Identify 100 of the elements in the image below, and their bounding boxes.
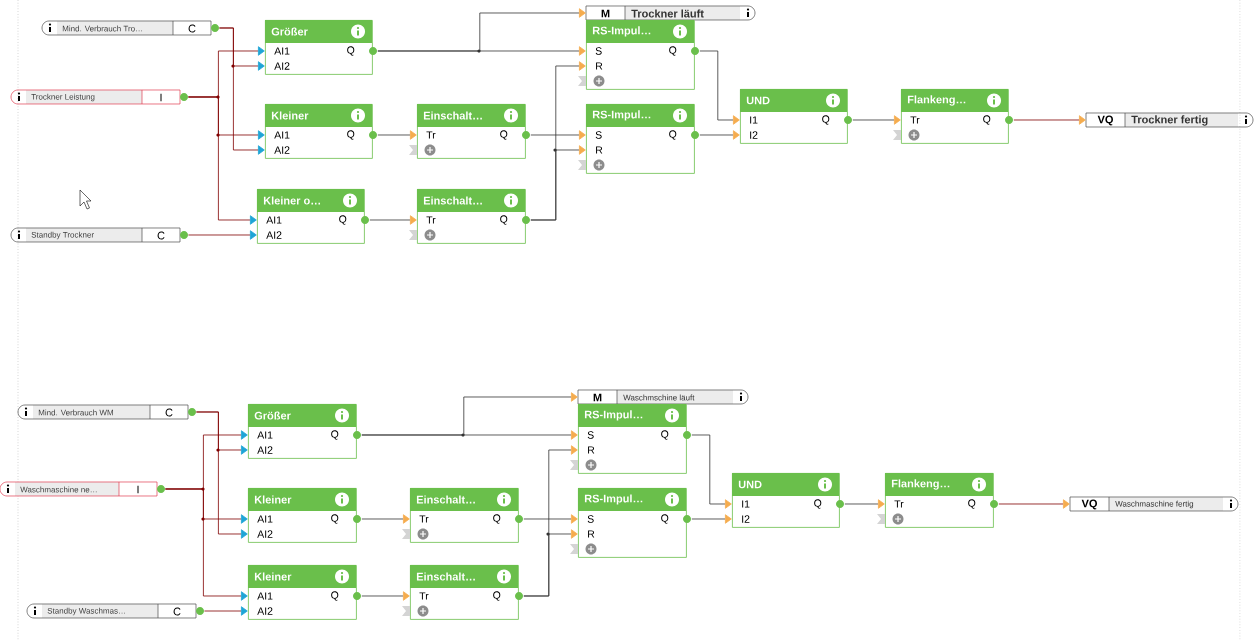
output-name: Trockner fertig	[1131, 115, 1208, 126]
port-label: Tr	[894, 500, 904, 508]
connector	[691, 434, 732, 509]
port-label: Q	[493, 591, 501, 601]
logic-block	[570, 488, 691, 558]
type-letter: C	[173, 607, 181, 616]
connector	[530, 145, 586, 221]
connector	[188, 230, 257, 240]
input-block	[17, 404, 196, 420]
logic-block	[402, 565, 523, 620]
port-label: Q	[822, 115, 830, 125]
port-label: AI2	[257, 530, 273, 538]
block-title: RS-Impul…	[584, 494, 643, 505]
port-label: I1	[750, 116, 758, 124]
block-title: Kleiner	[254, 572, 292, 581]
port-label: Q	[493, 514, 501, 524]
connector	[699, 130, 740, 140]
type-letter: I	[160, 93, 162, 102]
block-title: UND	[746, 96, 770, 105]
input-name: Trockner Leistung	[31, 93, 95, 102]
logic-block	[257, 189, 369, 244]
output-name: Waschmschine läuft	[623, 394, 695, 401]
port-label: Q	[331, 514, 339, 524]
logic-block	[409, 189, 530, 244]
type-letter: M	[601, 9, 610, 18]
connector	[361, 430, 578, 440]
logic-block	[265, 104, 377, 159]
port-label: AI1	[257, 592, 273, 600]
logic-block	[570, 404, 691, 474]
connector	[377, 46, 586, 56]
output-block	[577, 389, 749, 405]
port-label: R	[588, 446, 595, 454]
connector	[361, 514, 410, 524]
port-label: AI2	[274, 146, 290, 154]
port-label: S	[595, 47, 602, 55]
logic-block	[578, 104, 699, 174]
input-block	[26, 603, 204, 619]
port-label: R	[588, 530, 595, 538]
block-title: RS-Impul…	[592, 110, 651, 121]
logic-block	[402, 488, 523, 543]
port-label: Tr	[419, 515, 429, 523]
port-label: AI2	[274, 62, 290, 70]
connector	[188, 96, 257, 225]
type-letter: VQ	[1097, 115, 1113, 126]
block-title: RS-Impul…	[584, 410, 643, 421]
connector	[1013, 115, 1086, 125]
port-label: AI2	[266, 231, 282, 239]
port-label: Q	[347, 46, 355, 56]
logic-block	[248, 565, 361, 620]
type-letter: I	[137, 485, 139, 494]
port-label: AI2	[257, 446, 273, 454]
output-block	[585, 5, 756, 21]
port-label: AI2	[257, 607, 273, 615]
port-label: I2	[742, 515, 750, 523]
port-label: Q	[669, 46, 677, 56]
port-label: Q	[500, 215, 508, 225]
port-label: R	[596, 62, 603, 70]
input-block	[10, 89, 188, 105]
logic-block	[893, 89, 1013, 144]
connector	[165, 488, 248, 601]
port-label: Q	[661, 430, 669, 440]
connector	[377, 130, 417, 140]
port-label: AI1	[257, 431, 273, 439]
block-title: Flankeng…	[907, 95, 966, 106]
connector	[361, 591, 410, 601]
input-block	[41, 20, 219, 36]
port-label: Q	[331, 430, 339, 440]
input-block	[0, 481, 165, 497]
connector	[204, 606, 248, 616]
input-name: Standby Waschmas…	[47, 607, 125, 616]
type-letter: C	[165, 408, 173, 417]
block-title: RS-Impul…	[592, 26, 651, 37]
block-title: Kleiner	[254, 495, 292, 504]
logic-block	[265, 20, 377, 75]
type-letter: C	[188, 24, 196, 33]
port-label: Tr	[910, 116, 920, 124]
port-label: I1	[742, 500, 750, 508]
connector	[523, 529, 578, 597]
port-label: Q	[339, 215, 347, 225]
port-label: S	[587, 431, 594, 439]
logic-block	[877, 473, 998, 528]
input-name: Mind. Verbrauch WM	[38, 409, 113, 416]
type-letter: VQ	[1081, 499, 1097, 510]
port-label: S	[587, 515, 594, 523]
connector	[219, 27, 265, 155]
block-title: Kleiner	[271, 111, 309, 120]
port-label: Q	[347, 130, 355, 140]
port-label: S	[595, 131, 602, 139]
logic-block	[740, 89, 852, 144]
output-block	[1085, 112, 1254, 128]
block-title: Einschalt…	[416, 572, 475, 581]
port-label: AI1	[274, 47, 290, 55]
input-name: Standby Trockner	[31, 231, 94, 240]
block-title: UND	[738, 480, 762, 489]
connector	[844, 499, 885, 509]
connector	[691, 514, 732, 524]
connector	[852, 115, 901, 125]
port-label: Q	[983, 115, 991, 125]
port-label: Tr	[419, 592, 429, 600]
connector	[530, 130, 586, 140]
